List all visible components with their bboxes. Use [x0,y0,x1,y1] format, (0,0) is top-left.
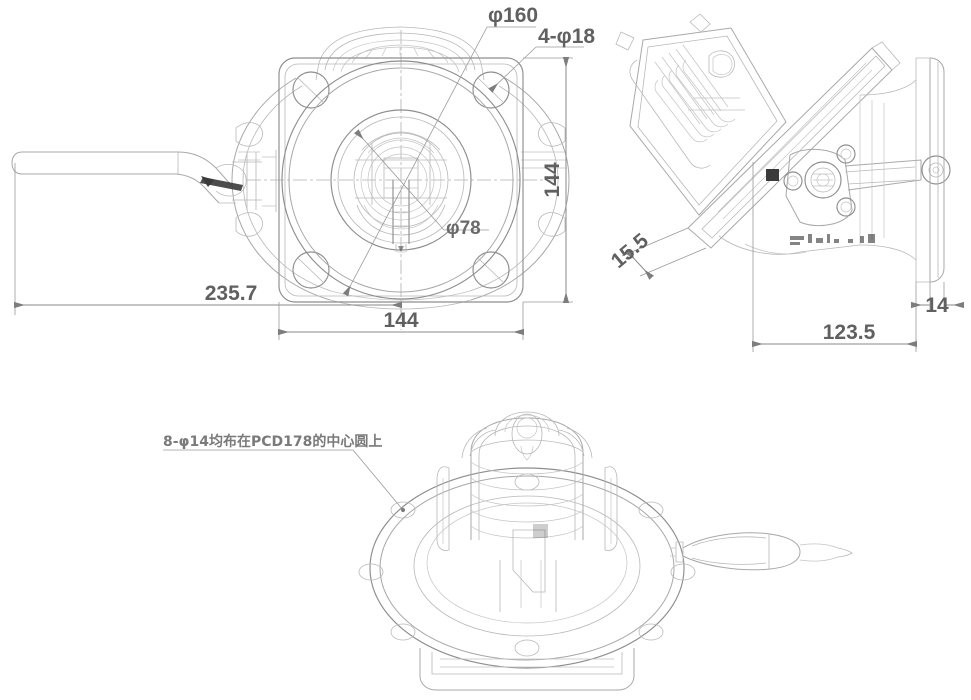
dimension-15-5 [621,227,707,280]
bottom-view-base-pad [419,648,635,691]
dimension-label-phi78: φ78 [446,218,481,239]
bottom-view [163,411,853,691]
front-view-centerlines [247,30,556,330]
front-view-central-mechanism [355,131,447,253]
bottom-view-central-column [436,411,618,612]
front-view [11,26,584,340]
side-view-inclined-plate [687,41,901,249]
dimension-label-144-horizontal: 144 [383,309,418,332]
side-view-lever-arm [844,155,951,191]
front-view-concentric-bores [281,60,521,300]
front-view-corner-bolt-holes [292,71,510,289]
side-view-marking-glyphs [790,234,875,245]
dimension-label-phi160: φ160 [488,4,538,27]
dimension-label-phi18: 4-φ18 [538,25,595,48]
dimension-label-123-5: 123.5 [823,321,876,344]
dimension-14 [911,282,964,312]
dimension-144-vertical [523,57,573,303]
leader-phi18 [488,46,584,93]
dimension-label-235-7: 235.7 [205,282,258,305]
dimension-144-horizontal [278,302,524,340]
side-view-triangular-bracket [766,144,856,227]
leader-note-pcd [163,449,406,513]
bottom-view-bolt-holes [358,473,696,657]
note-label-pcd: 8-φ14均布在PCD178的中心圆上 [163,433,382,450]
dimension-123-5 [752,162,917,352]
side-view [615,13,964,352]
dimension-label-14: 14 [925,294,949,317]
side-view-finned-housing [615,13,787,216]
dimension-text-layer: φ160 4-φ18 φ78 235.7 144 144 15.5 123.5 … [163,4,949,450]
front-view-handle-lever [11,150,277,212]
side-view-lower-skirt [718,234,875,255]
bottom-view-side-handle [670,532,853,571]
leader-phi160 [342,26,536,297]
leader-phi78 [354,129,489,231]
dimension-label-144-vertical: 144 [541,162,564,197]
dimension-235-7 [14,163,402,315]
bottom-view-round-flange [369,467,685,669]
dimension-label-15-5: 15.5 [607,229,653,273]
front-view-bail-handle [315,26,485,81]
